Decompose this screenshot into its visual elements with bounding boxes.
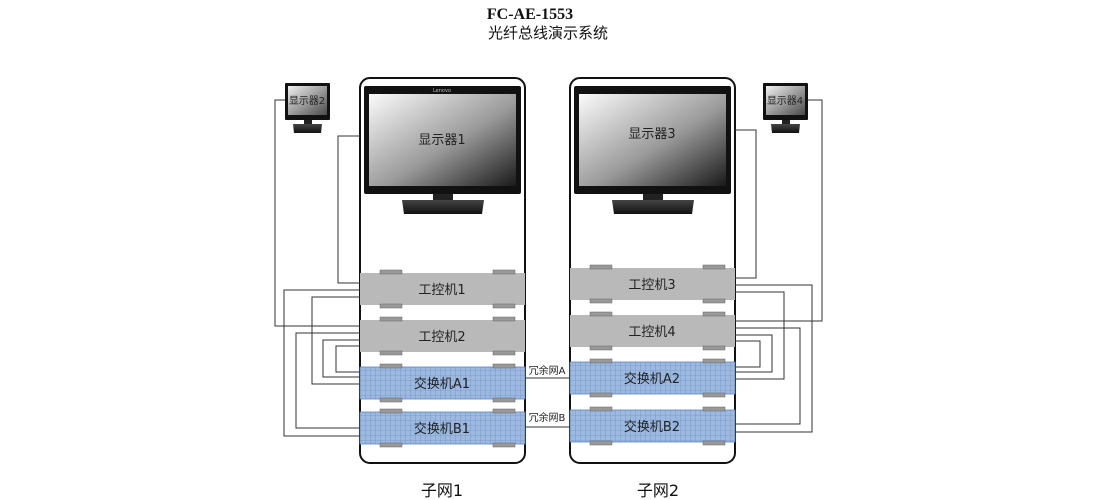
ipc-2-label: 工控机2 bbox=[418, 330, 465, 345]
redundant-net-a-label: 冗余网A bbox=[529, 364, 566, 377]
monitor-3-icon: 显示器3 bbox=[574, 86, 731, 214]
switch-a1-label: 交换机A1 bbox=[414, 376, 470, 392]
switch-a2-box: 交换机A2 bbox=[569, 358, 736, 398]
monitor-1-icon: Lenovo 显示器1 bbox=[364, 86, 521, 214]
ipc-3-box: 工控机3 bbox=[570, 264, 735, 304]
rack-subnet-2: 显示器3 工控机3 工控机4 交换机A2 bbox=[569, 77, 736, 464]
monitor-4-icon: 显示器4 bbox=[763, 83, 808, 133]
monitor-brand-label: Lenovo bbox=[433, 88, 451, 94]
title-line2: 光纤总线演示系统 bbox=[488, 24, 608, 42]
switch-b1-label: 交换机B1 bbox=[414, 421, 470, 437]
monitor-4-label: 显示器4 bbox=[767, 95, 803, 107]
ipc-3-label: 工控机3 bbox=[628, 278, 675, 293]
switch-a1-box: 交换机A1 bbox=[359, 363, 526, 403]
monitor-3-label: 显示器3 bbox=[628, 127, 675, 142]
subnet-2-label: 子网2 bbox=[637, 481, 679, 500]
wiring-subnet-1 bbox=[274, 99, 360, 437]
title-line1: FC-AE-1553 bbox=[487, 6, 573, 23]
ipc-2-box: 工控机2 bbox=[360, 316, 525, 356]
ipc-1-box: 工控机1 bbox=[360, 269, 525, 309]
switch-a2-label: 交换机A2 bbox=[624, 371, 680, 387]
wiring-subnet-2 bbox=[735, 99, 823, 433]
monitor-2-icon: 显示器2 bbox=[285, 83, 330, 133]
redundant-link-a: 冗余网A bbox=[525, 364, 570, 379]
subnet-1-label: 子网1 bbox=[421, 481, 463, 500]
ipc-1-label: 工控机1 bbox=[418, 283, 465, 298]
rack-subnet-1: Lenovo 显示器1 工控机1 工控机2 bbox=[359, 77, 526, 464]
ipc-4-box: 工控机4 bbox=[570, 311, 735, 351]
ipc-4-label: 工控机4 bbox=[628, 325, 675, 340]
redundant-net-b-label: 冗余网B bbox=[529, 411, 566, 424]
switch-b2-label: 交换机B2 bbox=[624, 419, 680, 435]
monitor-1-label: 显示器1 bbox=[418, 133, 465, 148]
switch-b1-box: 交换机B1 bbox=[359, 408, 526, 448]
switch-b2-box: 交换机B2 bbox=[569, 406, 736, 446]
monitor-2-label: 显示器2 bbox=[289, 95, 325, 107]
redundant-link-b: 冗余网B bbox=[525, 411, 570, 428]
